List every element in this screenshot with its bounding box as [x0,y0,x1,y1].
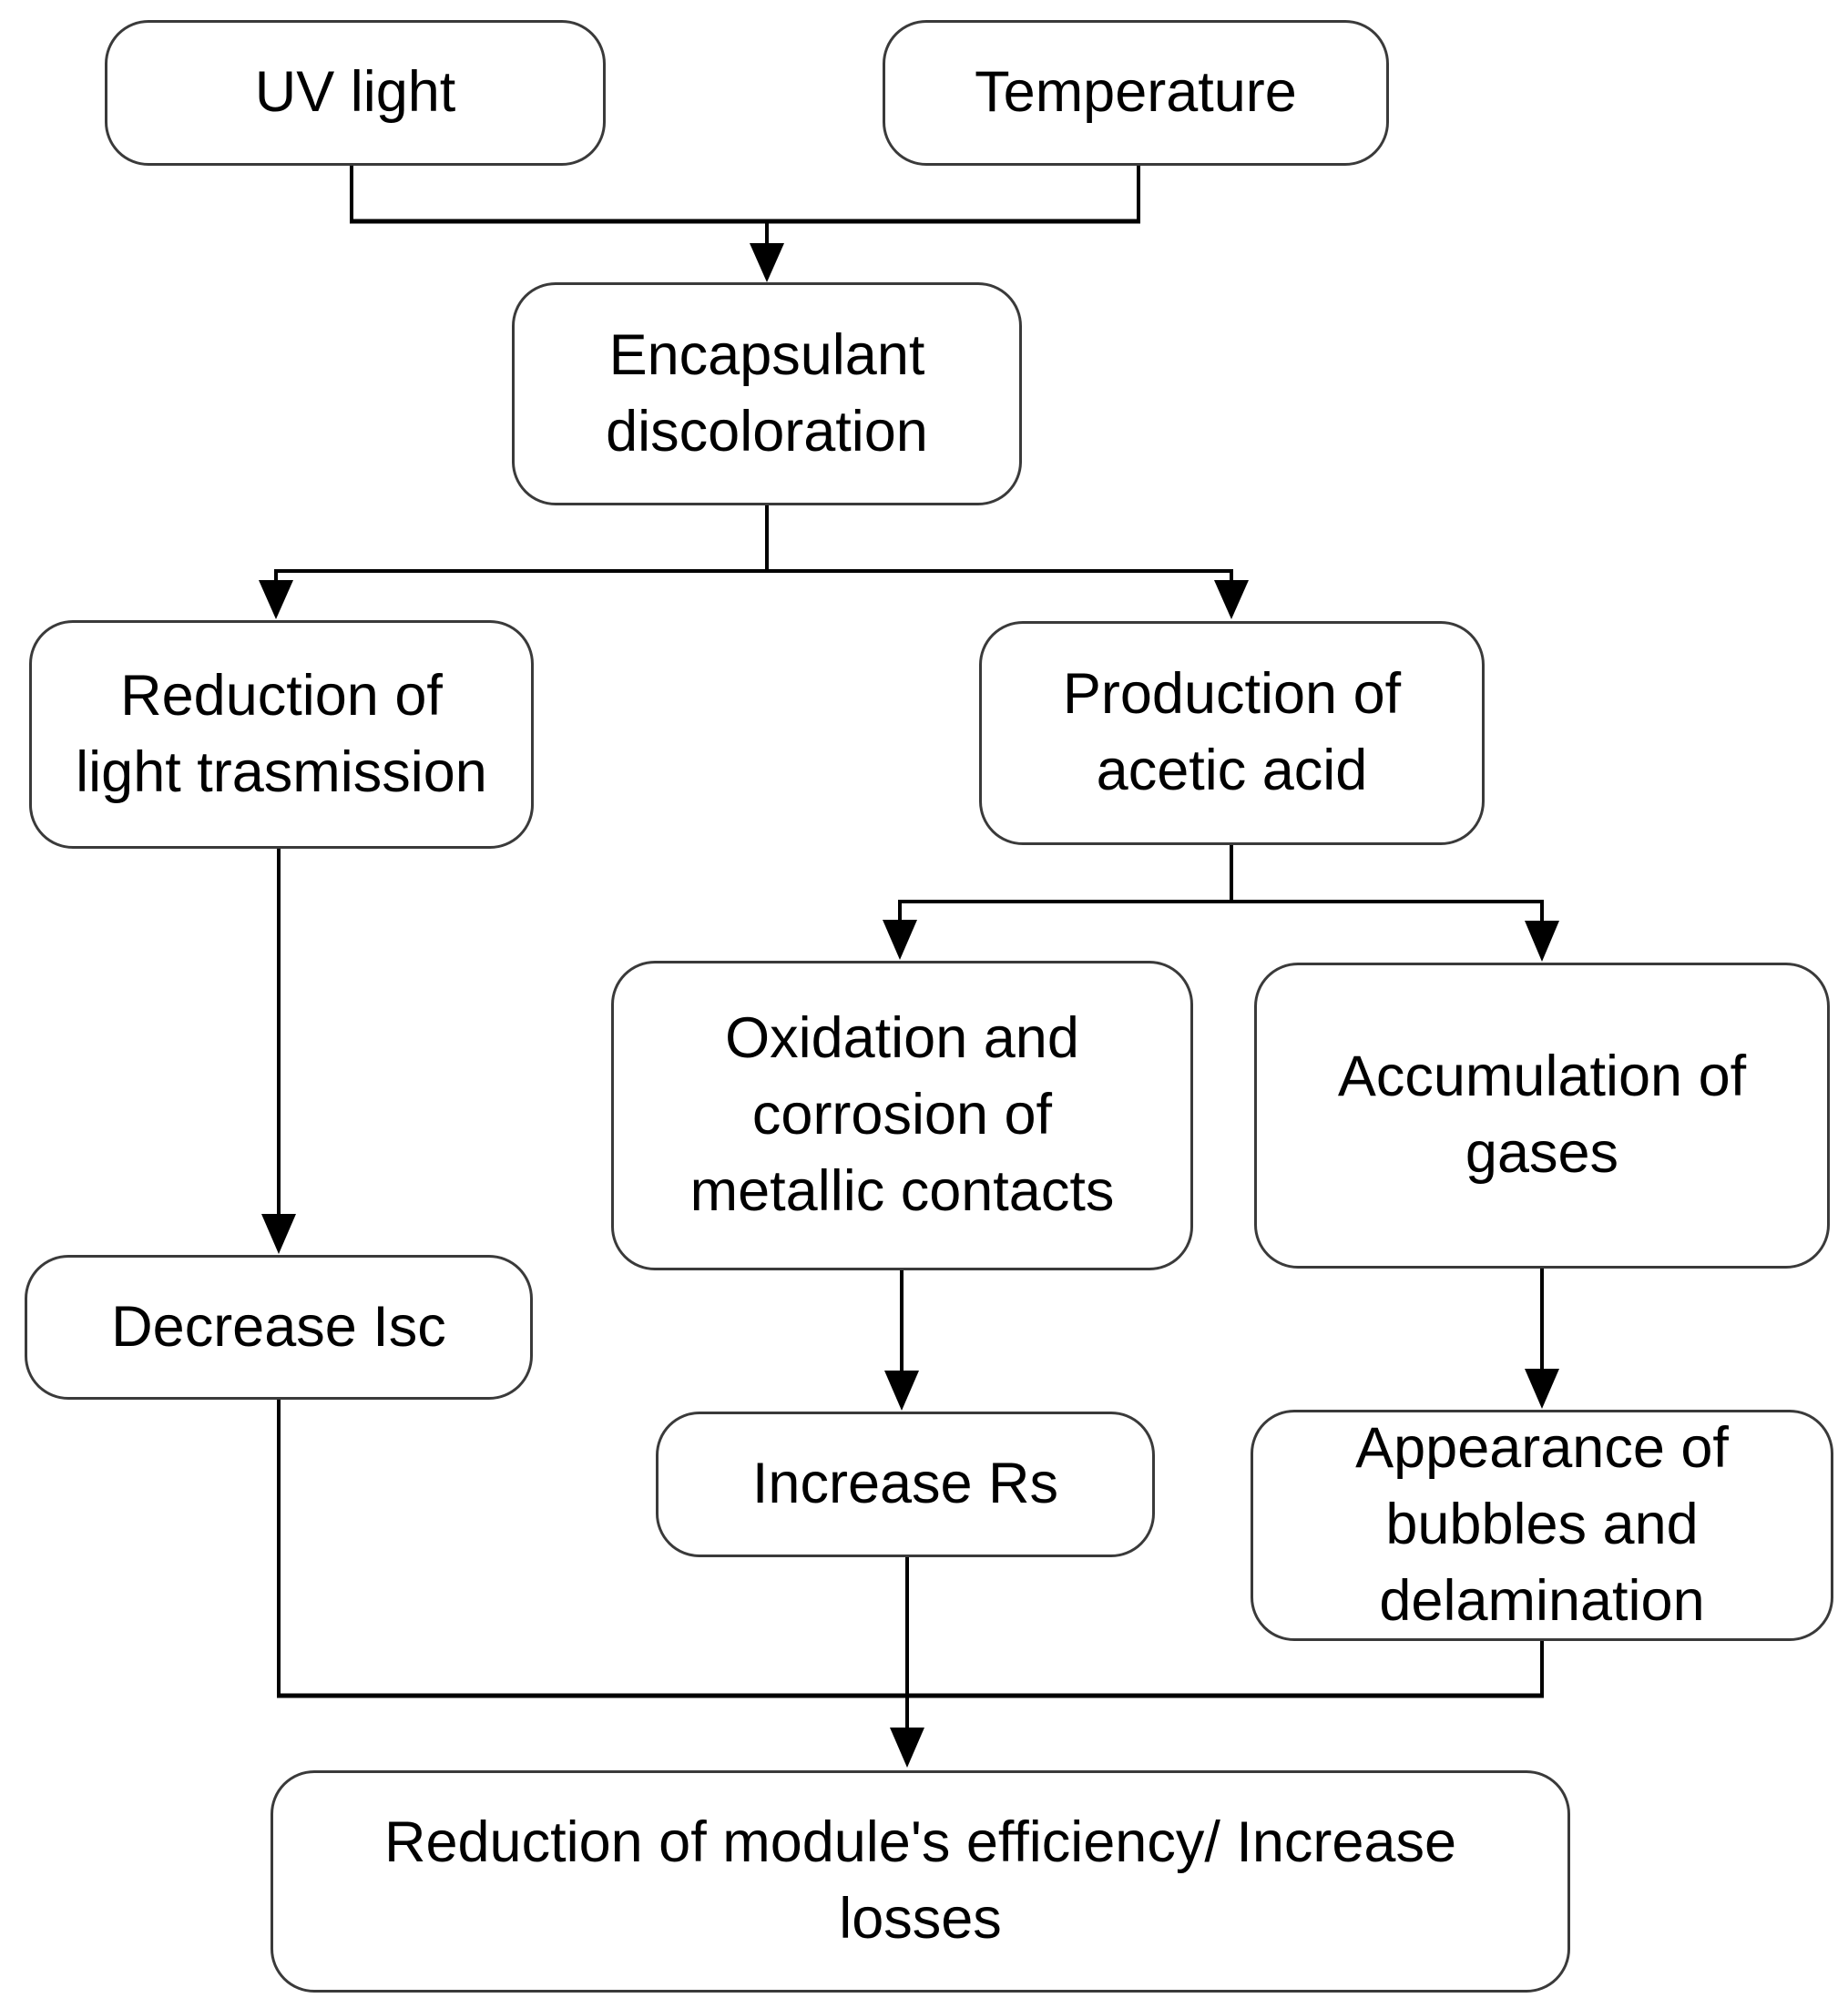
node-uv-light-label: UV light [254,60,456,125]
node-increase-rs-label: Increase Rs [751,1452,1059,1516]
node-temperature-label: Temperature [975,60,1297,125]
node-accumulation-gases: Accumulation of gases [1254,963,1830,1269]
node-reduction-light-transmission-label: Reduction of light trasmission [76,663,487,804]
node-appearance-bubbles: Appearance of bubbles and delamination [1251,1410,1833,1641]
node-oxidation-corrosion-label: Oxidation and corrosion of metallic cont… [689,1006,1115,1223]
node-decrease-isc: Decrease Isc [25,1255,533,1400]
node-uv-light: UV light [105,20,606,166]
node-reduction-light-transmission: Reduction of light trasmission [29,620,534,849]
node-oxidation-corrosion: Oxidation and corrosion of metallic cont… [611,961,1193,1270]
node-production-acetic-acid: Production of acetic acid [979,621,1485,845]
node-temperature: Temperature [883,20,1389,166]
node-production-acetic-acid-label: Production of acetic acid [1062,662,1402,802]
node-accumulation-gases-label: Accumulation of gases [1337,1045,1747,1185]
node-module-efficiency: Reduction of module's efficiency/ Increa… [271,1770,1570,1993]
node-decrease-isc-label: Decrease Isc [111,1294,446,1359]
node-increase-rs: Increase Rs [656,1412,1155,1557]
node-appearance-bubbles-label: Appearance of bubbles and delamination [1355,1416,1729,1633]
node-encapsulant-discoloration: Encapsulant discoloration [512,282,1022,505]
node-module-efficiency-label: Reduction of module's efficiency/ Increa… [383,1810,1456,1951]
node-encapsulant-discoloration-label: Encapsulant discoloration [606,322,928,464]
arrowheads [259,243,1559,1768]
